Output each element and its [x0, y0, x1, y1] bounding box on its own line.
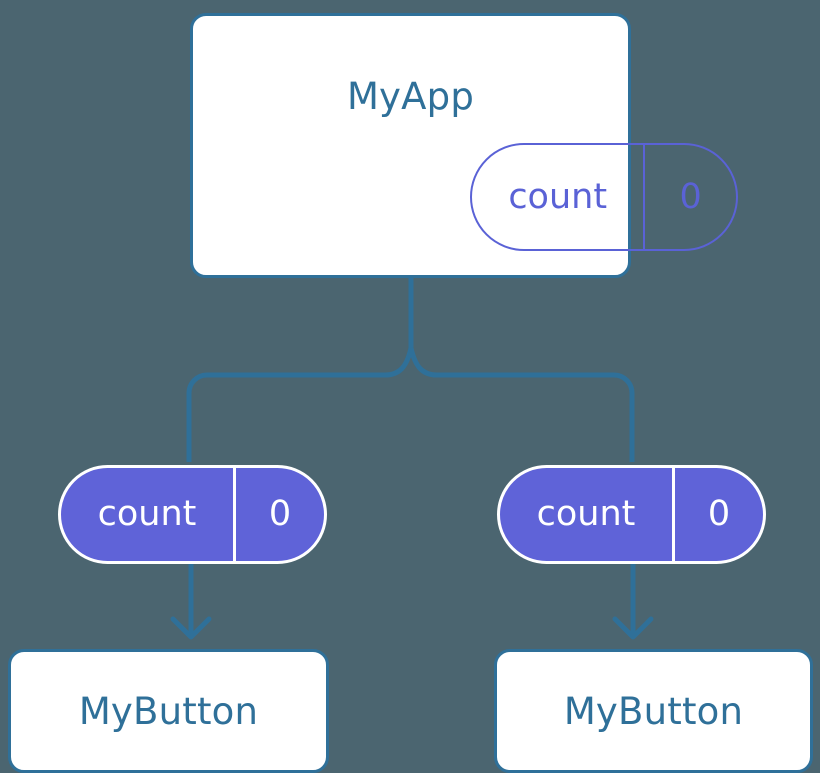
- state-pill-root-key: count: [508, 176, 608, 217]
- arrowhead-left-icon: [170, 616, 212, 640]
- component-box-mybutton-right[interactable]: MyButton: [494, 649, 813, 773]
- component-title-mybutton-left: MyButton: [78, 690, 259, 733]
- state-pill-child-right-value: 0: [672, 468, 763, 561]
- state-pill-child-right-key: count: [536, 494, 636, 534]
- state-pill-child-left-value: 0: [233, 468, 324, 561]
- state-pill-root-value: 0: [643, 145, 736, 249]
- edge-branch-right: [408, 347, 635, 462]
- state-pill-child-left-key: count: [97, 494, 197, 534]
- state-pill-child-right[interactable]: count 0: [497, 465, 766, 564]
- component-title-myapp: MyApp: [346, 75, 475, 118]
- component-title-mybutton-right: MyButton: [563, 690, 744, 733]
- arrowhead-right-icon: [612, 616, 654, 640]
- edge-branch-left: [186, 347, 414, 462]
- component-box-myapp[interactable]: MyApp count 0: [190, 13, 738, 278]
- state-pill-child-left[interactable]: count 0: [58, 465, 327, 564]
- component-box-mybutton-left[interactable]: MyButton: [8, 649, 329, 773]
- state-pill-root[interactable]: count 0: [470, 143, 738, 251]
